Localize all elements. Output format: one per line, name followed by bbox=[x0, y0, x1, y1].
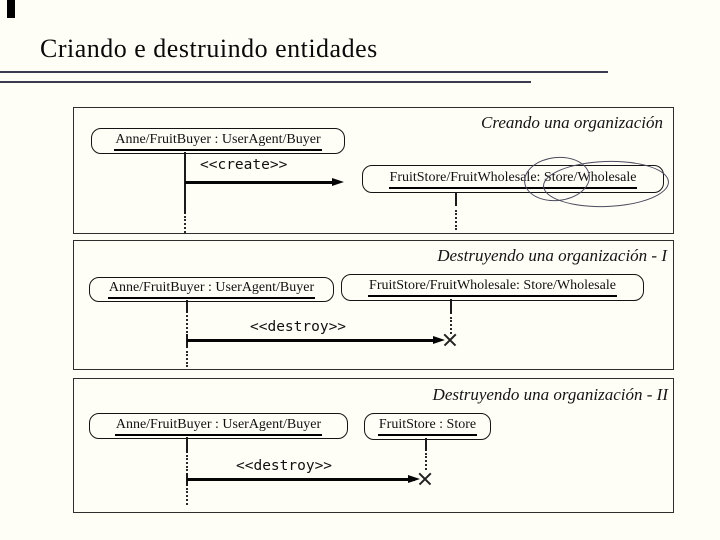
object-box-buyer: Anne/FruitBuyer : UserAgent/Buyer bbox=[89, 413, 348, 439]
lifeline-solid bbox=[184, 152, 186, 214]
message-arrow-line bbox=[187, 339, 439, 342]
object-label: Anne/FruitBuyer : UserAgent/Buyer bbox=[114, 417, 323, 436]
message-label-create: <<create>> bbox=[200, 157, 288, 173]
lifeline-solid bbox=[186, 300, 188, 313]
object-box-buyer: Anne/FruitBuyer : UserAgent/Buyer bbox=[89, 277, 334, 302]
destroy-x-icon bbox=[442, 332, 458, 348]
lifeline-solid bbox=[186, 437, 188, 453]
title-rule-top bbox=[0, 71, 608, 73]
destroy-x-icon bbox=[417, 471, 433, 487]
arrowhead-icon bbox=[408, 474, 420, 483]
lifeline-dotted bbox=[186, 351, 188, 367]
object-label: Anne/FruitBuyer : UserAgent/Buyer bbox=[107, 280, 316, 299]
lifeline-dotted bbox=[186, 455, 188, 471]
object-label: FruitStore/FruitWholesale: Store/Wholesa… bbox=[368, 278, 617, 297]
lifeline-solid bbox=[186, 473, 188, 486]
panel-create-organization: Creando una organización Anne/FruitBuyer… bbox=[73, 107, 674, 234]
panel-title: Creando una organización bbox=[481, 113, 663, 132]
object-box-wholesale: FruitStore/FruitWholesale: Store/Wholesa… bbox=[362, 165, 664, 193]
arrowhead-icon bbox=[433, 335, 445, 344]
message-label-destroy: <<destroy>> bbox=[236, 458, 333, 474]
lifeline-dotted bbox=[184, 216, 186, 233]
panel-destroy-organization-2: Destruyendo una organización - II Anne/F… bbox=[73, 378, 674, 513]
lifeline-solid bbox=[450, 299, 452, 314]
panel-destroy-organization-1: Destruyendo una organización - I Anne/Fr… bbox=[73, 240, 674, 370]
lifeline-dotted bbox=[425, 453, 427, 470]
lifeline-dotted bbox=[450, 317, 452, 334]
object-box-wholesale: FruitStore/FruitWholesale: Store/Wholesa… bbox=[341, 274, 644, 301]
arrowhead-icon bbox=[332, 177, 344, 186]
lifeline-dotted bbox=[186, 315, 188, 333]
message-label-destroy: <<destroy>> bbox=[250, 319, 347, 335]
object-label: FruitStore : Store bbox=[377, 417, 478, 436]
lifeline-dotted bbox=[186, 488, 188, 505]
object-label: FruitStore/FruitWholesale: Store/Wholesa… bbox=[388, 170, 638, 189]
title-rule-bottom bbox=[0, 81, 531, 83]
object-box-store: FruitStore : Store bbox=[364, 413, 491, 440]
object-label: Anne/FruitBuyer : UserAgent/Buyer bbox=[114, 132, 322, 151]
lifeline-solid bbox=[186, 334, 188, 348]
lifeline-dotted bbox=[455, 210, 457, 230]
corner-mark bbox=[7, 0, 15, 18]
panel-title: Destruyendo una organización - II bbox=[432, 385, 668, 404]
lifeline-solid bbox=[455, 192, 457, 206]
message-arrow-line bbox=[187, 478, 415, 481]
lifeline-solid bbox=[425, 438, 427, 451]
slide-title: Criando e destruindo entidades bbox=[40, 34, 378, 63]
message-arrow-line bbox=[185, 181, 335, 184]
panel-title: Destruyendo una organización - I bbox=[437, 246, 667, 265]
object-box-buyer: Anne/FruitBuyer : UserAgent/Buyer bbox=[91, 128, 345, 154]
